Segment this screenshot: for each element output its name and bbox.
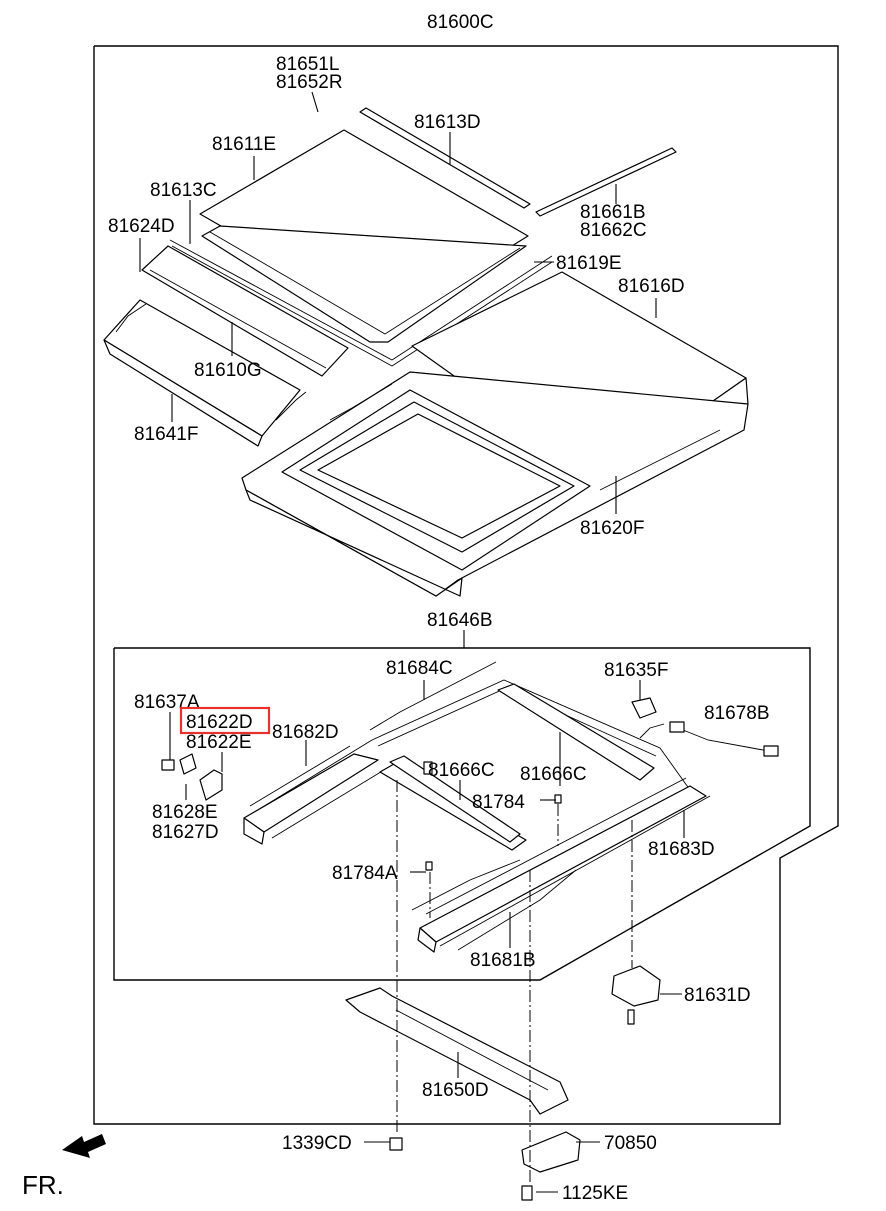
label-81678B[interactable]: 81678B <box>704 703 770 724</box>
label-81628E[interactable]: 81628E <box>152 802 218 823</box>
left-rail-81682D <box>243 745 385 845</box>
label-81666C-upper[interactable]: 81666C <box>428 760 495 781</box>
frame-81666C-left <box>379 755 527 851</box>
bolt-81784A <box>425 861 433 871</box>
label-81610G[interactable]: 81610G <box>194 360 262 381</box>
label-81682D[interactable]: 81682D <box>272 722 339 743</box>
right-rail-81683D <box>417 777 711 953</box>
label-81641F[interactable]: 81641F <box>134 424 198 445</box>
front-direction-label: FR. <box>22 1170 64 1200</box>
frame-81666C-right <box>497 683 655 781</box>
label-assembly-81600C[interactable]: 81600C <box>427 12 494 33</box>
label-81646B[interactable]: 81646B <box>427 610 493 631</box>
label-81627D[interactable]: 81627D <box>152 822 219 843</box>
front-rail-81641F <box>103 299 307 447</box>
label-81683D[interactable]: 81683D <box>648 839 715 860</box>
label-81666C-right[interactable]: 81666C <box>520 764 587 785</box>
label-81622E[interactable]: 81622E <box>186 732 252 753</box>
wind-deflector-81624D <box>141 245 349 377</box>
label-1339CD[interactable]: 1339CD <box>282 1133 352 1154</box>
assembly-frame-outer <box>93 45 839 1125</box>
label-81619E[interactable]: 81619E <box>556 253 622 274</box>
label-81611E[interactable]: 81611E <box>212 134 276 155</box>
label-81652R[interactable]: 81652R <box>276 72 343 93</box>
label-81622D[interactable]: 81622D <box>186 712 253 733</box>
label-81624D[interactable]: 81624D <box>108 216 175 237</box>
front-direction-arrow-icon <box>62 1134 106 1158</box>
front-glass-panel <box>199 129 529 343</box>
highlight-box-81622D <box>179 706 271 735</box>
roof-frame-81620F <box>241 371 749 597</box>
label-81784[interactable]: 81784 <box>472 792 525 813</box>
seal-81613C <box>169 239 553 367</box>
label-81635F[interactable]: 81635F <box>604 660 668 681</box>
nut-1339CD <box>389 1137 403 1151</box>
label-70850[interactable]: 70850 <box>604 1133 657 1154</box>
bolt-1125KE <box>521 1185 533 1201</box>
bracket-81650D <box>345 987 569 1115</box>
label-81613C[interactable]: 81613C <box>150 180 217 201</box>
deflector-strip-81613D <box>359 107 531 209</box>
label-81616D[interactable]: 81616D <box>618 276 685 297</box>
bracket-70850 <box>521 1131 581 1173</box>
label-81681B[interactable]: 81681B <box>470 950 536 971</box>
assembly-frame-inner <box>113 647 811 981</box>
label-81651L[interactable]: 81651L <box>276 54 339 75</box>
label-81650D[interactable]: 81650D <box>422 1080 489 1101</box>
clip-81666C <box>423 761 433 775</box>
harness-81678B <box>639 721 779 757</box>
label-81661B[interactable]: 81661B <box>580 202 646 223</box>
label-81620F[interactable]: 81620F <box>580 518 644 539</box>
label-81613D[interactable]: 81613D <box>414 112 481 133</box>
front-bracket-81628E <box>161 753 223 801</box>
label-81637A[interactable]: 81637A <box>134 692 200 713</box>
motor-81631D <box>611 965 661 1025</box>
drain-hose-81681B <box>411 859 577 951</box>
leader-lines <box>139 91 685 1193</box>
cable-81684C <box>369 661 497 731</box>
label-81684C[interactable]: 81684C <box>386 658 453 679</box>
label-81662C[interactable]: 81662C <box>580 220 647 241</box>
label-81631D[interactable]: 81631D <box>684 985 751 1006</box>
label-81784A[interactable]: 81784A <box>332 863 398 884</box>
bolt-81784 <box>554 794 562 804</box>
bracket-81635F <box>631 697 657 719</box>
side-strip-81661B <box>535 147 677 217</box>
label-1125KE[interactable]: 1125KE <box>562 1183 628 1204</box>
